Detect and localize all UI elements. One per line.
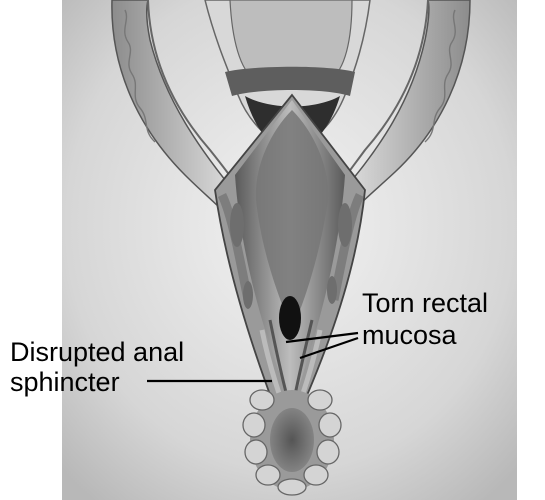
label-disrupted-anal-sphincter: Disrupted anal sphincter xyxy=(10,337,184,397)
torn-mucosa-line2: mucosa xyxy=(362,320,458,350)
pointer-torn-mucosa-2 xyxy=(299,336,359,360)
label-torn-rectal-mucosa: Torn rectal mucosa xyxy=(362,288,488,350)
pointer-torn-mucosa-1 xyxy=(285,331,359,344)
perineal-tear xyxy=(214,93,366,406)
torn-mucosa-line1: Torn rectal xyxy=(362,288,488,318)
sphincter-line2: sphincter xyxy=(10,367,120,397)
pointer-lines xyxy=(147,331,359,383)
sphincter-line1: Disrupted anal xyxy=(10,337,184,367)
rectal-canal xyxy=(255,110,329,330)
anus xyxy=(242,389,342,496)
